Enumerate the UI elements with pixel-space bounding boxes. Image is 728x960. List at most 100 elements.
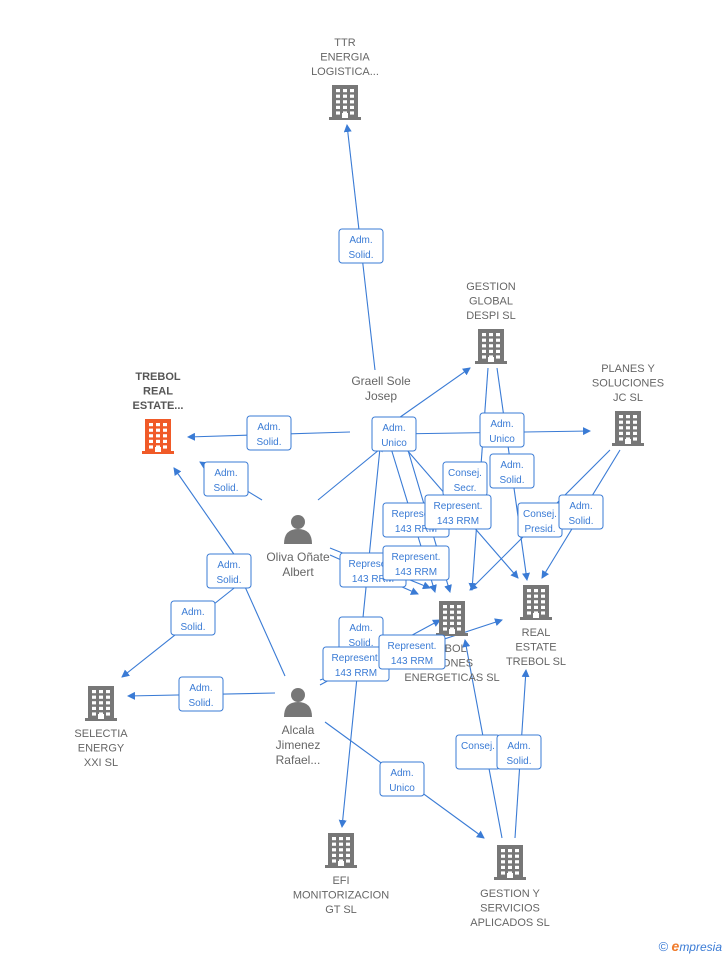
person-node-alcala[interactable]: AlcalaJimenezRafael... (276, 688, 321, 767)
building-icon[interactable] (329, 85, 361, 120)
relation-label-e4[interactable]: Adm. Unico (479, 412, 525, 448)
relation-label-text: Adm. (569, 501, 592, 512)
company-label-line: ENERGIA (320, 52, 370, 64)
relation-label-box (206, 553, 252, 589)
relation-label-text: Solid. (348, 638, 373, 649)
relation-label-text: Solid. (188, 698, 213, 709)
relation-label-text: Adm. (382, 423, 405, 434)
relation-label-e3[interactable]: Adm. Unico (371, 416, 417, 452)
relation-label-box (246, 415, 292, 451)
relation-label-text: Represent. (332, 653, 381, 664)
company-node-ttr[interactable]: TTR ENERGIA LOGISTICA... (311, 37, 379, 120)
building-icon[interactable] (494, 845, 526, 880)
relation-label-box (379, 761, 425, 797)
relation-label-box (489, 453, 535, 489)
relation-label-text: Solid. (216, 575, 241, 586)
company-label-line: SERVICIOS (480, 903, 540, 915)
relation-label-text: Adm. (189, 683, 212, 694)
company-label-line: GT SL (325, 904, 357, 916)
person-label-line: Jimenez (276, 738, 321, 752)
relation-label-text: Represent. (392, 509, 441, 520)
relation-label-e11[interactable]: Adm. Solid. (558, 494, 604, 530)
company-label-line: LOGISTICA... (311, 66, 379, 78)
relation-label-e9[interactable]: Represent. 143 RRM (424, 494, 492, 530)
building-icon[interactable] (142, 419, 174, 454)
relation-label-text: Represent. (434, 501, 483, 512)
relation-label-e21[interactable]: Consej. (455, 734, 501, 770)
relation-edge-14 (173, 467, 239, 561)
relation-label-e19[interactable]: Adm. Solid. (178, 676, 224, 712)
relation-label-text: Adm. (507, 741, 530, 752)
relation-label-text: Solid. (348, 250, 373, 261)
relation-label-text: Solid. (568, 516, 593, 527)
relation-edge-12 (317, 444, 386, 501)
building-icon[interactable] (85, 686, 117, 721)
company-label-line: REAL (522, 627, 551, 639)
company-label-line: GESTION (466, 281, 516, 293)
relation-label-text: Adm. (490, 419, 513, 430)
relation-label-e22[interactable]: Adm.Solid. (496, 734, 542, 770)
building-icon[interactable] (325, 833, 357, 868)
relation-label-text: 143 RRM (395, 524, 437, 535)
relation-label-text: Presid. (524, 524, 555, 535)
relation-label-e16[interactable]: Adm.Solid. (338, 616, 384, 652)
relation-label-box (371, 416, 417, 452)
relation-label-box (479, 412, 525, 448)
company-label-line: TTR (334, 37, 355, 49)
building-icon[interactable] (436, 601, 468, 636)
relation-label-text: Solid. (256, 437, 281, 448)
company-label-line: DESPI SL (466, 310, 516, 322)
relation-label-text: 143 RRM (437, 516, 479, 527)
brand-initial: e (671, 938, 680, 954)
relation-label-text: Solid. (180, 622, 205, 633)
company-node-trebol-estate[interactable]: TREBOLREALESTATE... (133, 371, 184, 454)
relation-label-e10[interactable]: Consej.Presid. (517, 502, 563, 538)
relation-label-text: Unico (489, 434, 515, 445)
relation-label-text: Consej. (448, 468, 482, 479)
company-label-line: TREBOL (135, 371, 181, 383)
person-label-line: Alcala (282, 723, 315, 737)
company-label-line: TREBOL SL (506, 656, 566, 668)
relation-label-text: Unico (389, 783, 415, 794)
relation-label-e5[interactable]: Adm.Solid. (489, 453, 535, 489)
relation-label-text: Unico (381, 438, 407, 449)
company-label-line: APLICADOS SL (470, 917, 549, 929)
edge-labels-layer: Adm.Solid.Adm.Solid.Adm.UnicoAdm.UnicoAd… (170, 228, 604, 797)
copyright-symbol: © (658, 939, 669, 954)
relation-label-e1[interactable]: Adm.Solid. (338, 228, 384, 264)
relation-label-e20[interactable]: Adm.Unico (379, 761, 425, 797)
relation-label-e14[interactable]: Represent.143 RRM (382, 545, 450, 581)
relation-label-e12[interactable]: Adm.Solid. (206, 553, 252, 589)
relation-label-text: Represent. (349, 559, 398, 570)
nodes-layer: TTR ENERGIA LOGISTICA... GESTIONGLOBALDESPI… (74, 37, 664, 929)
relation-label-box (203, 461, 249, 497)
building-icon[interactable] (520, 585, 552, 620)
brand-logo[interactable]: © empresia (659, 938, 722, 954)
company-label-line: ENERGETICAS SL (404, 672, 499, 684)
building-icon[interactable] (475, 329, 507, 364)
person-icon[interactable] (284, 515, 312, 544)
relation-label-e6[interactable]: Consej.Secr. (442, 461, 488, 497)
person-icon[interactable] (284, 688, 312, 717)
relation-label-box (170, 600, 216, 636)
relation-label-e2[interactable]: Adm.Solid. (246, 415, 292, 451)
company-label-line: XXI SL (84, 757, 118, 769)
relation-label-e15[interactable]: Adm.Solid. (170, 600, 216, 636)
company-label-line: ENERGY (78, 743, 125, 755)
relation-label-box (424, 494, 492, 530)
company-label-line: PLANES Y (601, 363, 655, 375)
relation-label-text: Solid. (213, 483, 238, 494)
building-icon[interactable] (612, 411, 644, 446)
relation-label-e7[interactable]: Adm.Solid. (203, 461, 249, 497)
relation-label-e18[interactable]: Represent.143 RRM (378, 634, 446, 670)
